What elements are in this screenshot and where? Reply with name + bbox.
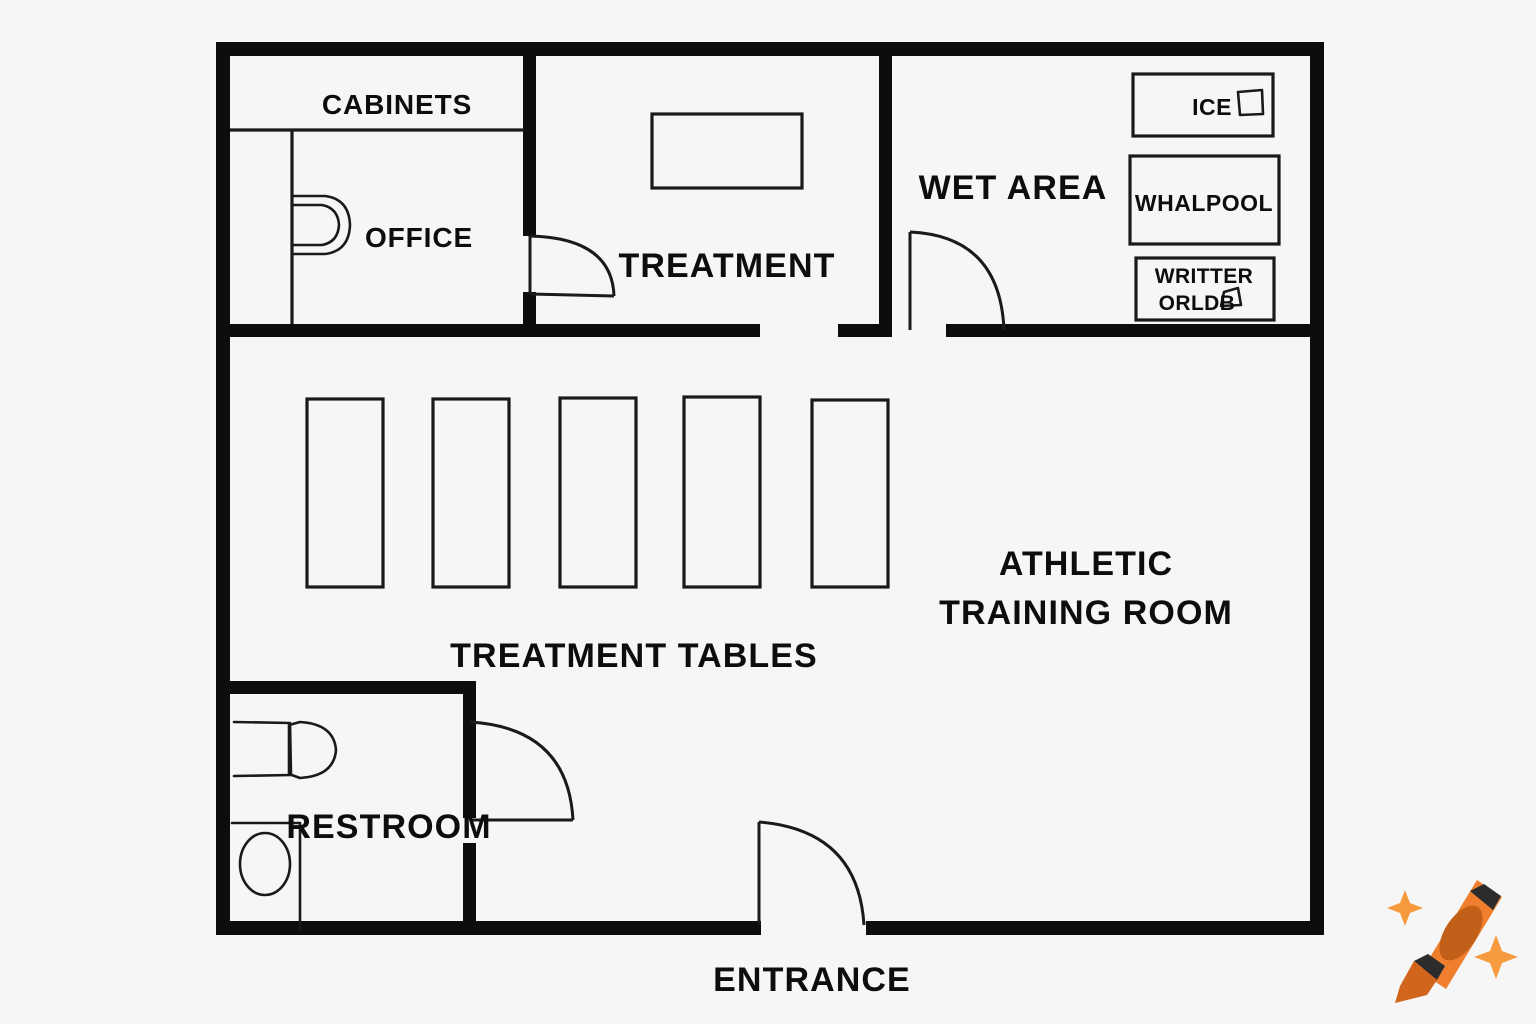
whirlpool-box — [1128, 154, 1281, 246]
toilet-bowl — [287, 720, 338, 780]
treatment-tables-group — [305, 395, 890, 589]
label-athletic-training-room-line2: TRAINING ROOM — [939, 594, 1233, 632]
label-treatment: TREATMENT — [618, 247, 835, 285]
wet-area-door — [908, 230, 1006, 331]
restroom-fixtures — [230, 720, 338, 932]
treatment-table-4 — [682, 395, 762, 589]
treatment-table-2 — [431, 397, 511, 589]
label-entrance: ENTRANCE — [713, 961, 911, 999]
wet-area-fixture-boxes — [1128, 72, 1281, 322]
label-whirlpool: WHALPOOL — [1135, 190, 1273, 216]
treatment-table-5 — [810, 398, 890, 589]
label-cabinets: CABINETS — [322, 89, 472, 120]
writter-box — [1134, 256, 1276, 322]
toilet-tank — [232, 720, 293, 778]
sparkle-icons — [1387, 890, 1518, 979]
sparkle-top-icon — [1387, 890, 1423, 926]
label-restroom: RESTROOM — [286, 808, 491, 846]
exterior-walls — [216, 42, 1324, 935]
interior-walls-top — [216, 56, 1324, 337]
treatment-room-table — [650, 112, 804, 190]
writter-glyph-icon — [1219, 286, 1243, 308]
entrance-door — [757, 820, 866, 926]
label-wet-area: WET AREA — [919, 169, 1108, 207]
sparkle-right-icon — [1474, 935, 1518, 979]
label-ice: ICE — [1192, 94, 1232, 120]
treatment-table-3 — [558, 396, 638, 589]
ice-box — [1131, 72, 1275, 138]
label-writter-line1: WRITTER — [1155, 265, 1253, 288]
office-door — [528, 234, 616, 298]
crayon-logo — [1387, 880, 1518, 1003]
label-office: OFFICE — [365, 222, 473, 253]
ice-machine-icon — [1236, 88, 1265, 117]
label-treatment-tables: TREATMENT TABLES — [450, 637, 818, 675]
crayon-icon — [1395, 880, 1502, 1003]
sink-basin — [238, 831, 292, 897]
office-chair — [292, 194, 352, 256]
restroom-door — [469, 720, 575, 822]
label-athletic-training-room-line1: ATHLETIC — [999, 545, 1173, 583]
interior-walls-restroom — [216, 681, 476, 931]
treatment-table-1 — [305, 397, 385, 589]
label-writter-line2: ORLDB — [1159, 292, 1236, 315]
sink-counter — [230, 821, 302, 932]
